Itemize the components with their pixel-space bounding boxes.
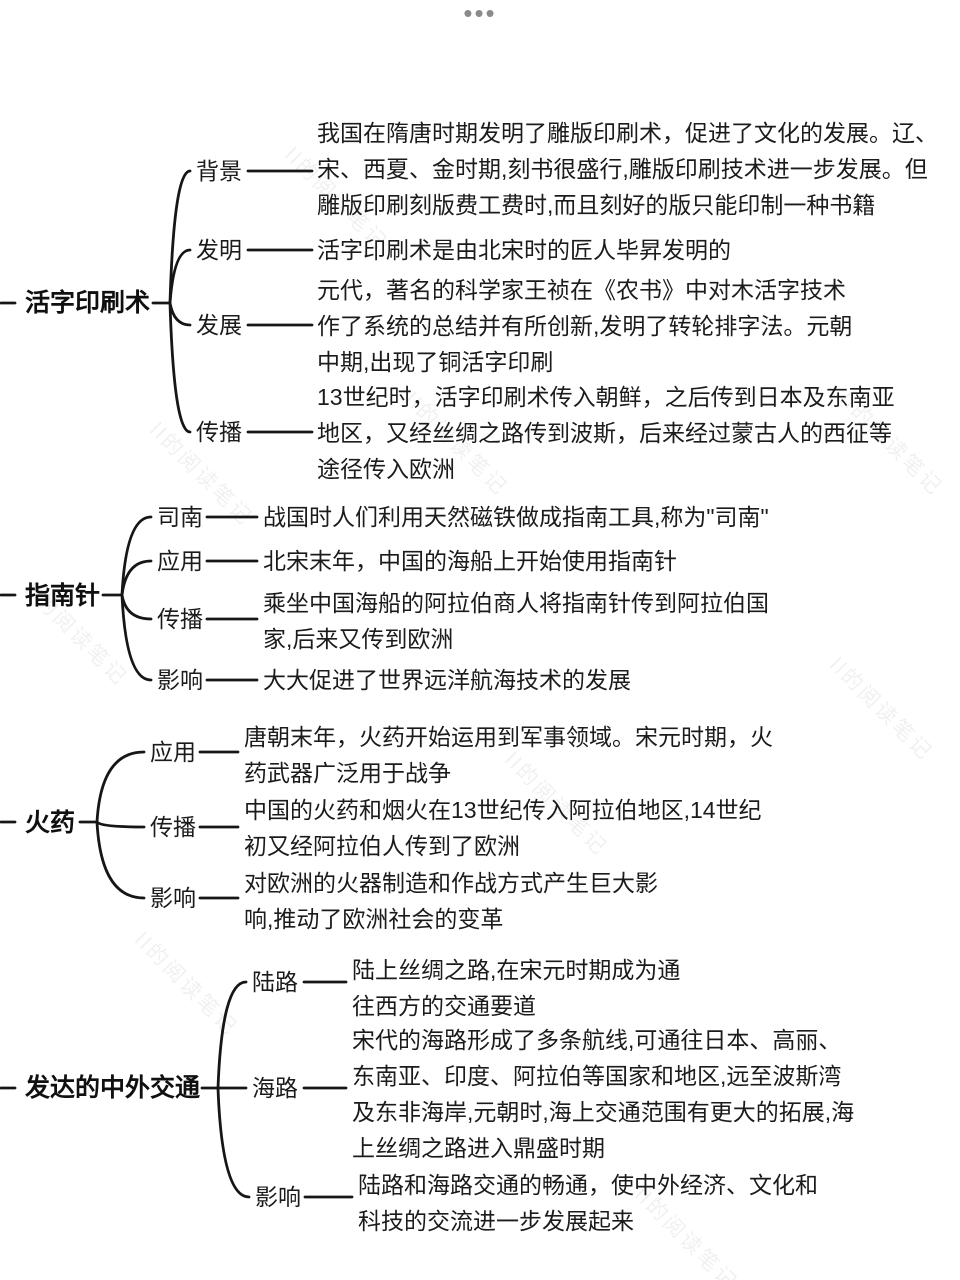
- branch-label[interactable]: 传播: [157, 606, 203, 632]
- branch-label[interactable]: 司南: [157, 504, 203, 530]
- branch-text: 13世纪时，活字印刷术传入朝鲜，之后传到日本及东南亚 地区，又经丝绸之路传到波斯…: [317, 384, 895, 482]
- branch-text: 乘坐中国海船的阿拉伯商人将指南针传到阿拉伯国 家,后来又传到欧洲: [263, 590, 769, 652]
- branch-text: 中国的火药和烟火在13世纪传入阿拉伯地区,14世纪 初又经阿拉伯人传到了欧洲: [244, 797, 762, 859]
- branch-text: 活字印刷术是由北宋时的匠人毕昇发明的: [317, 237, 731, 263]
- branch-text: 陆路和海路交通的畅通，使中外经济、文化和 科技的交流进一步发展起来: [358, 1172, 818, 1234]
- branch-label[interactable]: 传播: [150, 814, 196, 840]
- branch-text: 北宋末年，中国的海船上开始使用指南针: [263, 548, 677, 574]
- branch-label[interactable]: 海路: [252, 1075, 298, 1101]
- topic-label-huozi[interactable]: 活字印刷术: [25, 289, 151, 317]
- topic-label-huoyao[interactable]: 火药: [25, 809, 76, 837]
- branch-label[interactable]: 陆路: [252, 969, 298, 995]
- branch-label[interactable]: 发展: [196, 312, 242, 338]
- branch-label[interactable]: 应用: [150, 739, 196, 765]
- branch-label[interactable]: 影响: [255, 1184, 301, 1210]
- more-menu-button[interactable]: •••: [463, 0, 497, 28]
- branch-label[interactable]: 影响: [157, 667, 203, 693]
- branch-label[interactable]: 传播: [196, 419, 242, 445]
- branch-label[interactable]: 发明: [196, 237, 242, 263]
- branch-text: 陆上丝绸之路,在宋元时期成为通 往西方的交通要道: [352, 957, 681, 1019]
- branch-label[interactable]: 影响: [150, 885, 196, 911]
- branch-text: 元代，著名的科学家王祯在《农书》中对木活字技术 作了系统的总结并有所创新,发明了…: [317, 277, 853, 375]
- branch-text: 对欧洲的火器制造和作战方式产生巨大影 响,推动了欧洲社会的变革: [244, 870, 658, 932]
- branch-text: 大大促进了世界远洋航海技术的发展: [263, 667, 631, 693]
- topic-label-zhinanzhen[interactable]: 指南针: [25, 582, 101, 610]
- branch-text: 战国时人们利用天然磁铁做成指南工具,称为"司南": [263, 504, 769, 530]
- branch-text: 宋代的海路形成了多条航线,可通往日本、高丽、 东南亚、印度、阿拉伯等国家和地区,…: [352, 1027, 855, 1161]
- topic-label-jiaotong[interactable]: 发达的中外交通: [25, 1074, 201, 1102]
- branch-text: 唐朝末年，火药开始运用到军事领域。宋元时期，火 药武器广泛用于战争: [244, 724, 773, 786]
- branch-label[interactable]: 背景: [196, 158, 242, 184]
- branch-text: 我国在隋唐时期发明了雕版印刷术，促进了文化的发展。辽、 宋、西夏、金时期,刻书很…: [317, 120, 938, 218]
- branch-label[interactable]: 应用: [157, 548, 203, 574]
